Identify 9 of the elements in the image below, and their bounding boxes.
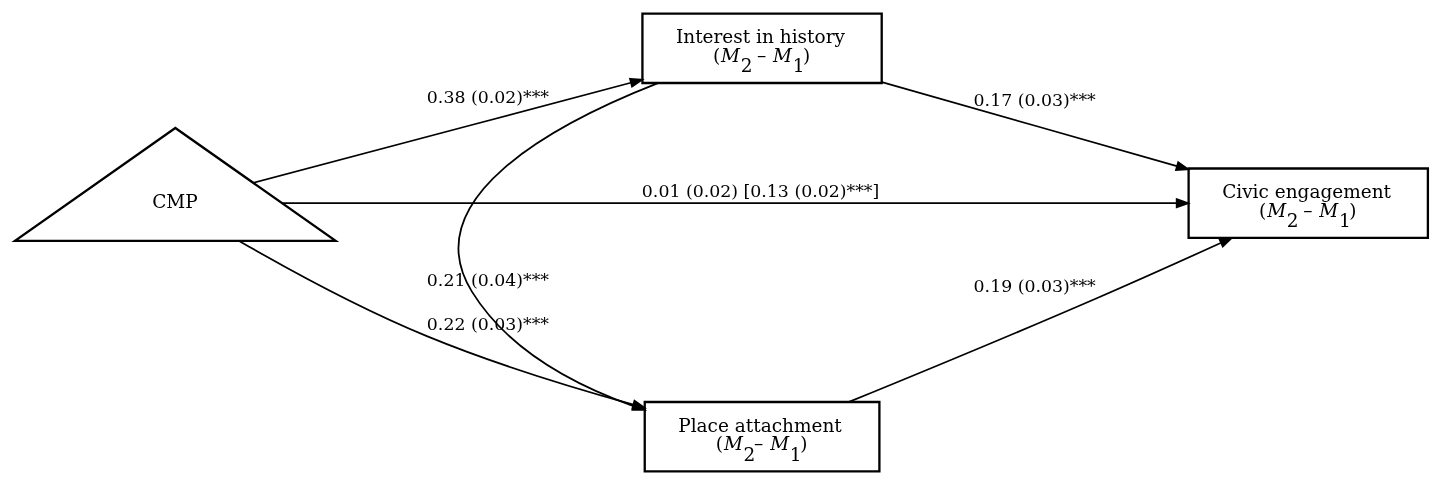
arrow (252, 77, 645, 184)
edge-label: 0.19 (0.03)*** (973, 275, 1096, 296)
edge-label: 0.01 (0.02) [0.13 (0.02)***] (641, 180, 880, 201)
arrow (281, 197, 1191, 208)
edge-label: 0.17 (0.03)*** (973, 89, 1096, 110)
edge-label: 0.38 (0.02)*** (426, 86, 550, 107)
arrow (848, 236, 1234, 403)
arrow (881, 80, 1191, 171)
edge-label: 0.21 (0.04)*** (426, 269, 550, 290)
